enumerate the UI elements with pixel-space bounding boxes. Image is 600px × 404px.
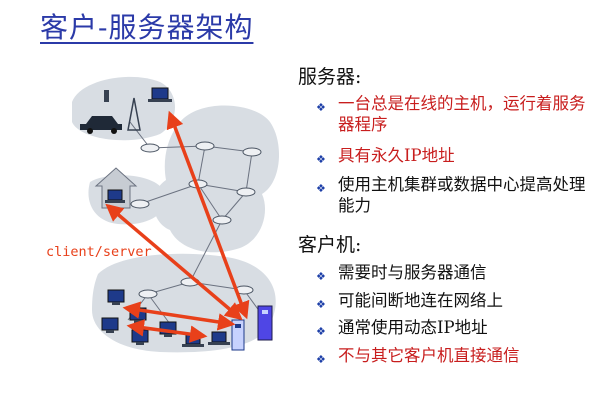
diamond-bullet-icon: ❖ <box>316 153 326 166</box>
router-icon <box>212 215 232 225</box>
server-bullet-3: ❖ 使用主机集群或数据中心提高处理能力 <box>316 175 586 215</box>
diamond-bullet-icon: ❖ <box>316 353 326 366</box>
network-diagram: client/server <box>0 62 300 400</box>
router-icon <box>140 143 160 153</box>
server-bullet-1: ❖ 一台总是在线的主机，运行着服务器程序 <box>316 94 586 134</box>
diamond-bullet-icon: ❖ <box>316 101 326 114</box>
server-heading: 服务器: <box>298 66 362 88</box>
router-icon <box>242 147 262 157</box>
router-icon <box>236 187 256 197</box>
server-icon <box>257 305 273 341</box>
client-bullet-2: ❖ 可能间断地连在网络上 <box>316 290 598 311</box>
server-bullet-2: ❖ 具有永久IP地址 <box>316 145 598 166</box>
laptop-icon <box>148 87 172 102</box>
laptop-icon <box>208 331 230 345</box>
network-diagram-svg: client/server <box>46 76 280 353</box>
server-icon <box>231 319 245 351</box>
router-icon <box>138 289 158 299</box>
page-title: 客户-服务器架构 <box>40 11 254 44</box>
arrow-server-to-home <box>105 203 243 321</box>
phone-icon <box>104 90 109 102</box>
arrow-client-to-client <box>126 319 208 343</box>
router-icon <box>195 141 215 151</box>
diamond-bullet-icon: ❖ <box>316 325 326 338</box>
communication-arrows <box>105 110 250 343</box>
diamond-bullet-icon: ❖ <box>316 182 326 195</box>
antenna-tower-icon <box>127 97 141 131</box>
car-icon <box>80 116 122 134</box>
diamond-bullet-icon: ❖ <box>316 298 326 311</box>
client-bullet-1: ❖ 需要时与服务器通信 <box>316 262 598 283</box>
description-panel: 服务器: ❖ 一台总是在线的主机，运行着服务器程序 ❖ 具有永久IP地址 ❖ 使… <box>298 62 598 392</box>
client-bullet-3: ❖ 通常使用动态IP地址 <box>316 317 598 338</box>
router-icon <box>130 199 150 209</box>
home-icon <box>94 167 138 209</box>
diamond-bullet-icon: ❖ <box>316 270 326 283</box>
client-server-label: client/server <box>46 244 152 260</box>
client-heading: 客户机: <box>298 234 362 256</box>
client-bullet-4: ❖ 不与其它客户机直接通信 <box>316 345 598 366</box>
arrow-server-to-client <box>122 301 236 331</box>
